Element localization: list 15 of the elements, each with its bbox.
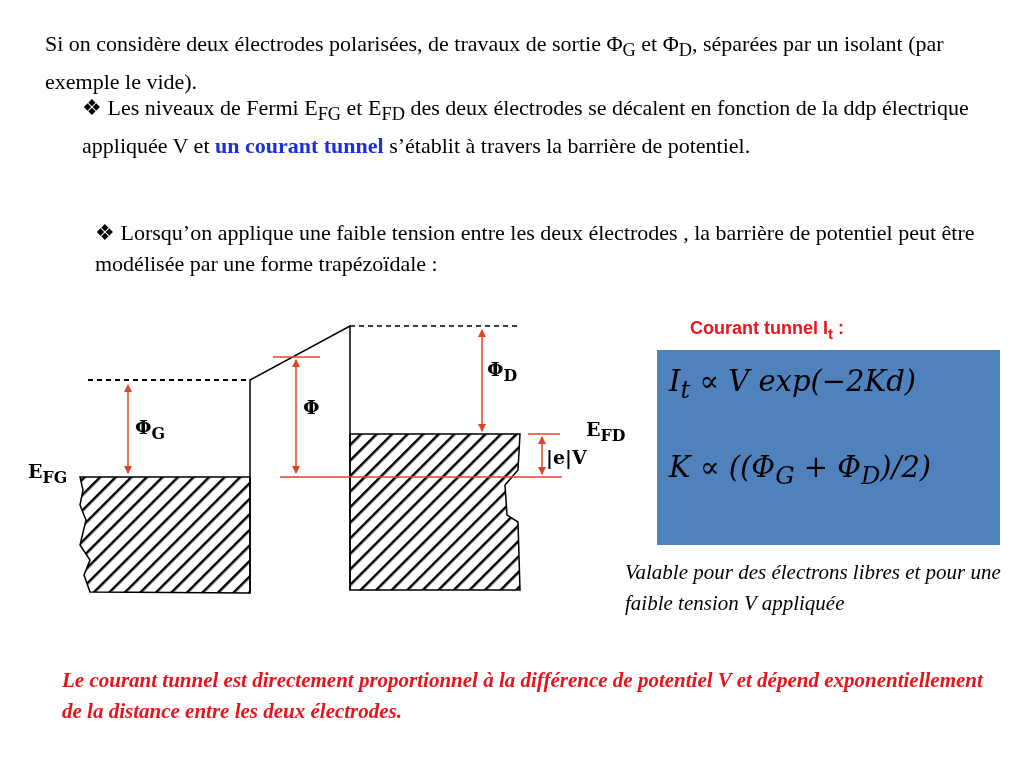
bullet-text: ❖ Les niveaux de Fermi E$_{FG}$ et E$_{FD}$ des deux électrodes se décalent en fonction de la ddp électrique appliquée V et un courant tunnel s’établit à travers la barrière de potentiel. xyxy=(82,94,970,161)
formula-box xyxy=(657,350,1000,545)
bullet-text: ❖ Lorsqu’on applique une faible tension entre les deux électrodes , la barrière de potentiel peut être modélisée par une forme trapézoïdale : xyxy=(95,219,976,278)
dimension-label: |e|V xyxy=(546,446,587,468)
energy-level-label: E$_{FG}$ xyxy=(28,460,68,487)
formula-heading: Courant tunnel I$_{t}$ : xyxy=(690,317,844,344)
formula: I$_{t}$ ∝ V exp(−2Kd) xyxy=(669,364,917,404)
dimension-label: Φ xyxy=(303,396,320,418)
formula: K ∝ ((Φ$_{G}$ + Φ$_{D}$)/2) xyxy=(669,450,932,490)
intro-paragraph: Si on considère deux électrodes polarisées, de travaux de sortie Φ$_{G}$ et Φ$_{D}$, séparées par un isolant (par exemple le vide). xyxy=(45,30,945,97)
dimension-label: Φ$_{D}$ xyxy=(487,358,518,385)
dimension-label: Φ$_{G}$ xyxy=(135,416,166,443)
conclusion-text: Le courant tunnel est directement proportionnel à la différence de potentiel V et dépend exponentiellement de la distance entre les deux électrodes. xyxy=(62,667,985,725)
energy-level-label: E$_{FD}$ xyxy=(586,418,626,445)
validity-note: Valable pour des électrons libres et pour une faible tension V appliquée xyxy=(625,559,1002,617)
